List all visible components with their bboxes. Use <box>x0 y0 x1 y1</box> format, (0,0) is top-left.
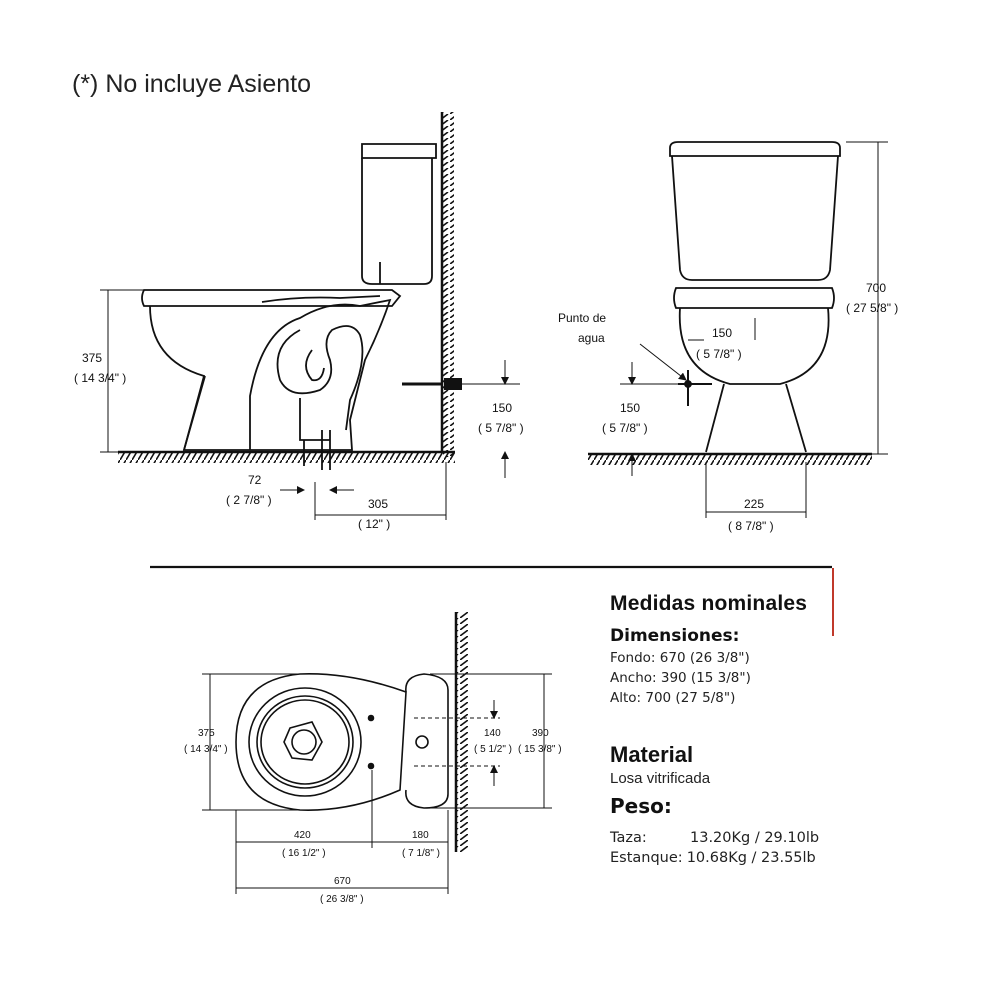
side-floor-hatch <box>118 453 455 463</box>
side-view <box>118 112 462 470</box>
top-tank <box>405 673 449 809</box>
side-trap <box>276 325 364 431</box>
front-view-labels: 700 ( 27 5/8" ) Punto de agua 150 ( 5 7/… <box>558 281 898 533</box>
top-bowl-length-mm: 420 <box>294 830 311 841</box>
side-supply-fitting <box>444 378 462 390</box>
top-bowl-width-in: ( 14 3/4" ) <box>184 744 228 755</box>
top-total-length-mm: 670 <box>334 876 351 887</box>
side-wall-dist-mm: 305 <box>368 497 388 511</box>
front-view <box>588 141 872 465</box>
front-bowl-rim <box>673 287 835 309</box>
dimension-depth: Fondo: 670 (26 3/8") <box>610 650 750 666</box>
material-heading: Material <box>610 742 694 767</box>
top-bowl-width-mm: 375 <box>198 728 215 739</box>
front-height-in: ( 27 5/8" ) <box>846 301 898 315</box>
front-pedestal <box>705 383 807 453</box>
top-wall-hatch <box>457 612 468 852</box>
material-value: Losa vitrificada <box>610 770 711 787</box>
top-bowl-length-in: ( 16 1/2" ) <box>282 848 326 859</box>
dimension-height: Alto: 700 (27 5/8") <box>610 690 736 706</box>
top-bolt-hole <box>367 714 375 722</box>
side-bowl-front <box>149 305 250 451</box>
top-tank-outlet <box>415 735 429 749</box>
top-tank-width-mm: 390 <box>532 728 549 739</box>
top-bolt-hole <box>367 762 375 770</box>
weight-tank-value: 10.68Kg / 23.55lb <box>686 850 816 866</box>
no-seat-note: (*) No incluye Asiento <box>72 70 312 98</box>
weight-heading: Peso: <box>610 794 672 818</box>
side-supply-mm: 150 <box>492 401 512 415</box>
side-bowl-back <box>249 298 392 451</box>
water-point-line1: Punto de <box>558 311 606 325</box>
side-outlet-in: ( 2 7/8" ) <box>226 493 272 507</box>
front-view-dimensions <box>620 141 888 518</box>
accent-bar <box>832 568 834 636</box>
side-view-dimensions <box>100 289 520 520</box>
front-offset-in: ( 5 7/8" ) <box>696 347 742 361</box>
top-tank-depth-mm: 180 <box>412 830 429 841</box>
weight-bowl-label: Taza: <box>610 830 647 846</box>
top-drain <box>283 721 323 761</box>
side-view-labels: 375 ( 14 3/4" ) 150 ( 5 7/8" ) 72 ( 2 7/… <box>74 351 524 531</box>
top-bolt-spacing-mm: 140 <box>484 728 501 739</box>
front-offset-mm: 150 <box>712 326 732 340</box>
side-supply-in: ( 5 7/8" ) <box>478 421 524 435</box>
front-tank-lid <box>669 141 841 157</box>
side-outlet-mm: 72 <box>248 473 262 487</box>
top-tank-width-in: ( 15 3/8" ) <box>518 744 562 755</box>
specs-title: Medidas nominales <box>610 592 808 615</box>
side-wall-hatch <box>443 112 454 457</box>
top-bowl-outer <box>235 673 407 811</box>
side-tank-body <box>361 158 433 285</box>
weight-bowl-row: Taza: 13.20Kg / 29.10lb <box>610 830 819 846</box>
top-bowl-inner <box>248 687 362 797</box>
front-supply-mm: 150 <box>620 401 640 415</box>
weight-tank-row: Estanque:10.68Kg / 23.55lb <box>610 850 816 866</box>
weight-tank-label: Estanque: <box>610 850 683 866</box>
weight-bowl-value: 13.20Kg / 29.10lb <box>690 830 820 846</box>
top-view-labels: 375 ( 14 3/4" ) 140 ( 5 1/2" ) 390 ( 15 … <box>184 728 562 905</box>
front-bowl-body <box>678 307 830 385</box>
front-supply-in: ( 5 7/8" ) <box>602 421 648 435</box>
side-height-in: ( 14 3/4" ) <box>74 371 126 385</box>
top-tank-depth-in: ( 7 1/8" ) <box>402 848 440 859</box>
dimension-width: Ancho: 390 (15 3/8") <box>610 670 751 686</box>
side-bowl-rim <box>141 289 402 307</box>
front-floor-hatch <box>588 455 872 465</box>
top-view-dimensions <box>202 673 552 894</box>
water-point-line2: agua <box>578 331 605 345</box>
side-tank-lid <box>361 143 437 159</box>
front-base-mm: 225 <box>744 497 764 511</box>
side-height-mm: 375 <box>82 351 102 365</box>
top-view <box>235 612 500 852</box>
top-bolt-spacing-in: ( 5 1/2" ) <box>474 744 512 755</box>
side-wall-dist-in: ( 12" ) <box>358 517 390 531</box>
front-tank-body <box>671 155 839 281</box>
dimensions-heading: Dimensiones: <box>610 626 740 646</box>
front-base-in: ( 8 7/8" ) <box>728 519 774 533</box>
front-height-mm: 700 <box>866 281 886 295</box>
top-total-length-in: ( 26 3/8" ) <box>320 894 364 905</box>
